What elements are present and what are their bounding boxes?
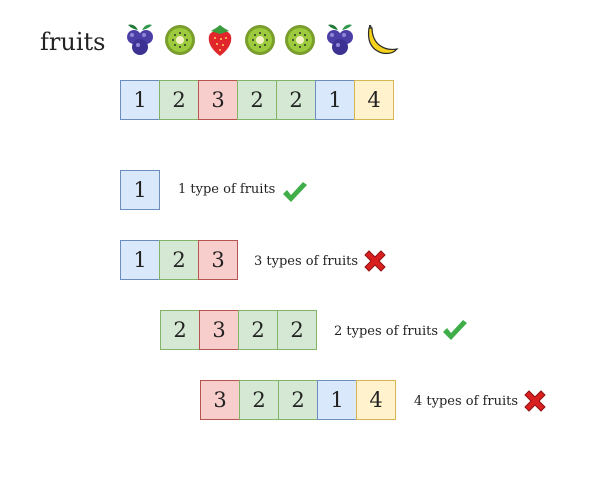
sequence-cell: 2 <box>276 80 316 120</box>
sequence-cell: 3 <box>198 80 238 120</box>
sequence-cell: 1 <box>315 80 355 120</box>
window-cell: 3 <box>200 380 240 420</box>
window-2: 1 2 3 <box>120 240 238 280</box>
title: fruits <box>40 28 106 56</box>
window-cell: 2 <box>278 380 318 420</box>
window-cell: 1 <box>120 240 160 280</box>
window-cell: 2 <box>159 240 199 280</box>
window-1: 1 <box>120 170 160 210</box>
window-3: 2 3 2 2 <box>160 310 317 350</box>
window-4: 3 2 2 1 4 <box>200 380 396 420</box>
check-icon <box>440 316 470 346</box>
window-1-label: 1 type of fruits <box>178 182 276 197</box>
window-cell: 2 <box>238 310 278 350</box>
fruit-sequence: 1 2 3 2 2 1 4 <box>120 80 394 120</box>
cross-icon <box>520 386 550 416</box>
window-2-label: 3 types of fruits <box>254 254 359 269</box>
window-4-label: 4 types of fruits <box>414 394 519 409</box>
cross-icon <box>360 246 390 276</box>
sequence-cell: 2 <box>237 80 277 120</box>
window-cell: 2 <box>277 310 317 350</box>
window-cell: 3 <box>199 310 239 350</box>
check-icon <box>280 178 310 208</box>
grape-icon <box>120 20 160 60</box>
window-cell: 1 <box>317 380 357 420</box>
kiwi-icon <box>280 20 320 60</box>
kiwi-icon <box>160 20 200 60</box>
sequence-cell: 2 <box>159 80 199 120</box>
window-cell: 4 <box>356 380 396 420</box>
window-cell: 3 <box>198 240 238 280</box>
window-cell: 2 <box>160 310 200 350</box>
kiwi-icon <box>240 20 280 60</box>
sequence-cell: 4 <box>354 80 394 120</box>
sequence-cell: 1 <box>120 80 160 120</box>
window-cell: 1 <box>120 170 160 210</box>
strawberry-icon <box>200 20 240 60</box>
banana-icon <box>360 20 400 60</box>
window-cell: 2 <box>239 380 279 420</box>
window-3-label: 2 types of fruits <box>334 324 439 339</box>
grape-icon <box>320 20 360 60</box>
